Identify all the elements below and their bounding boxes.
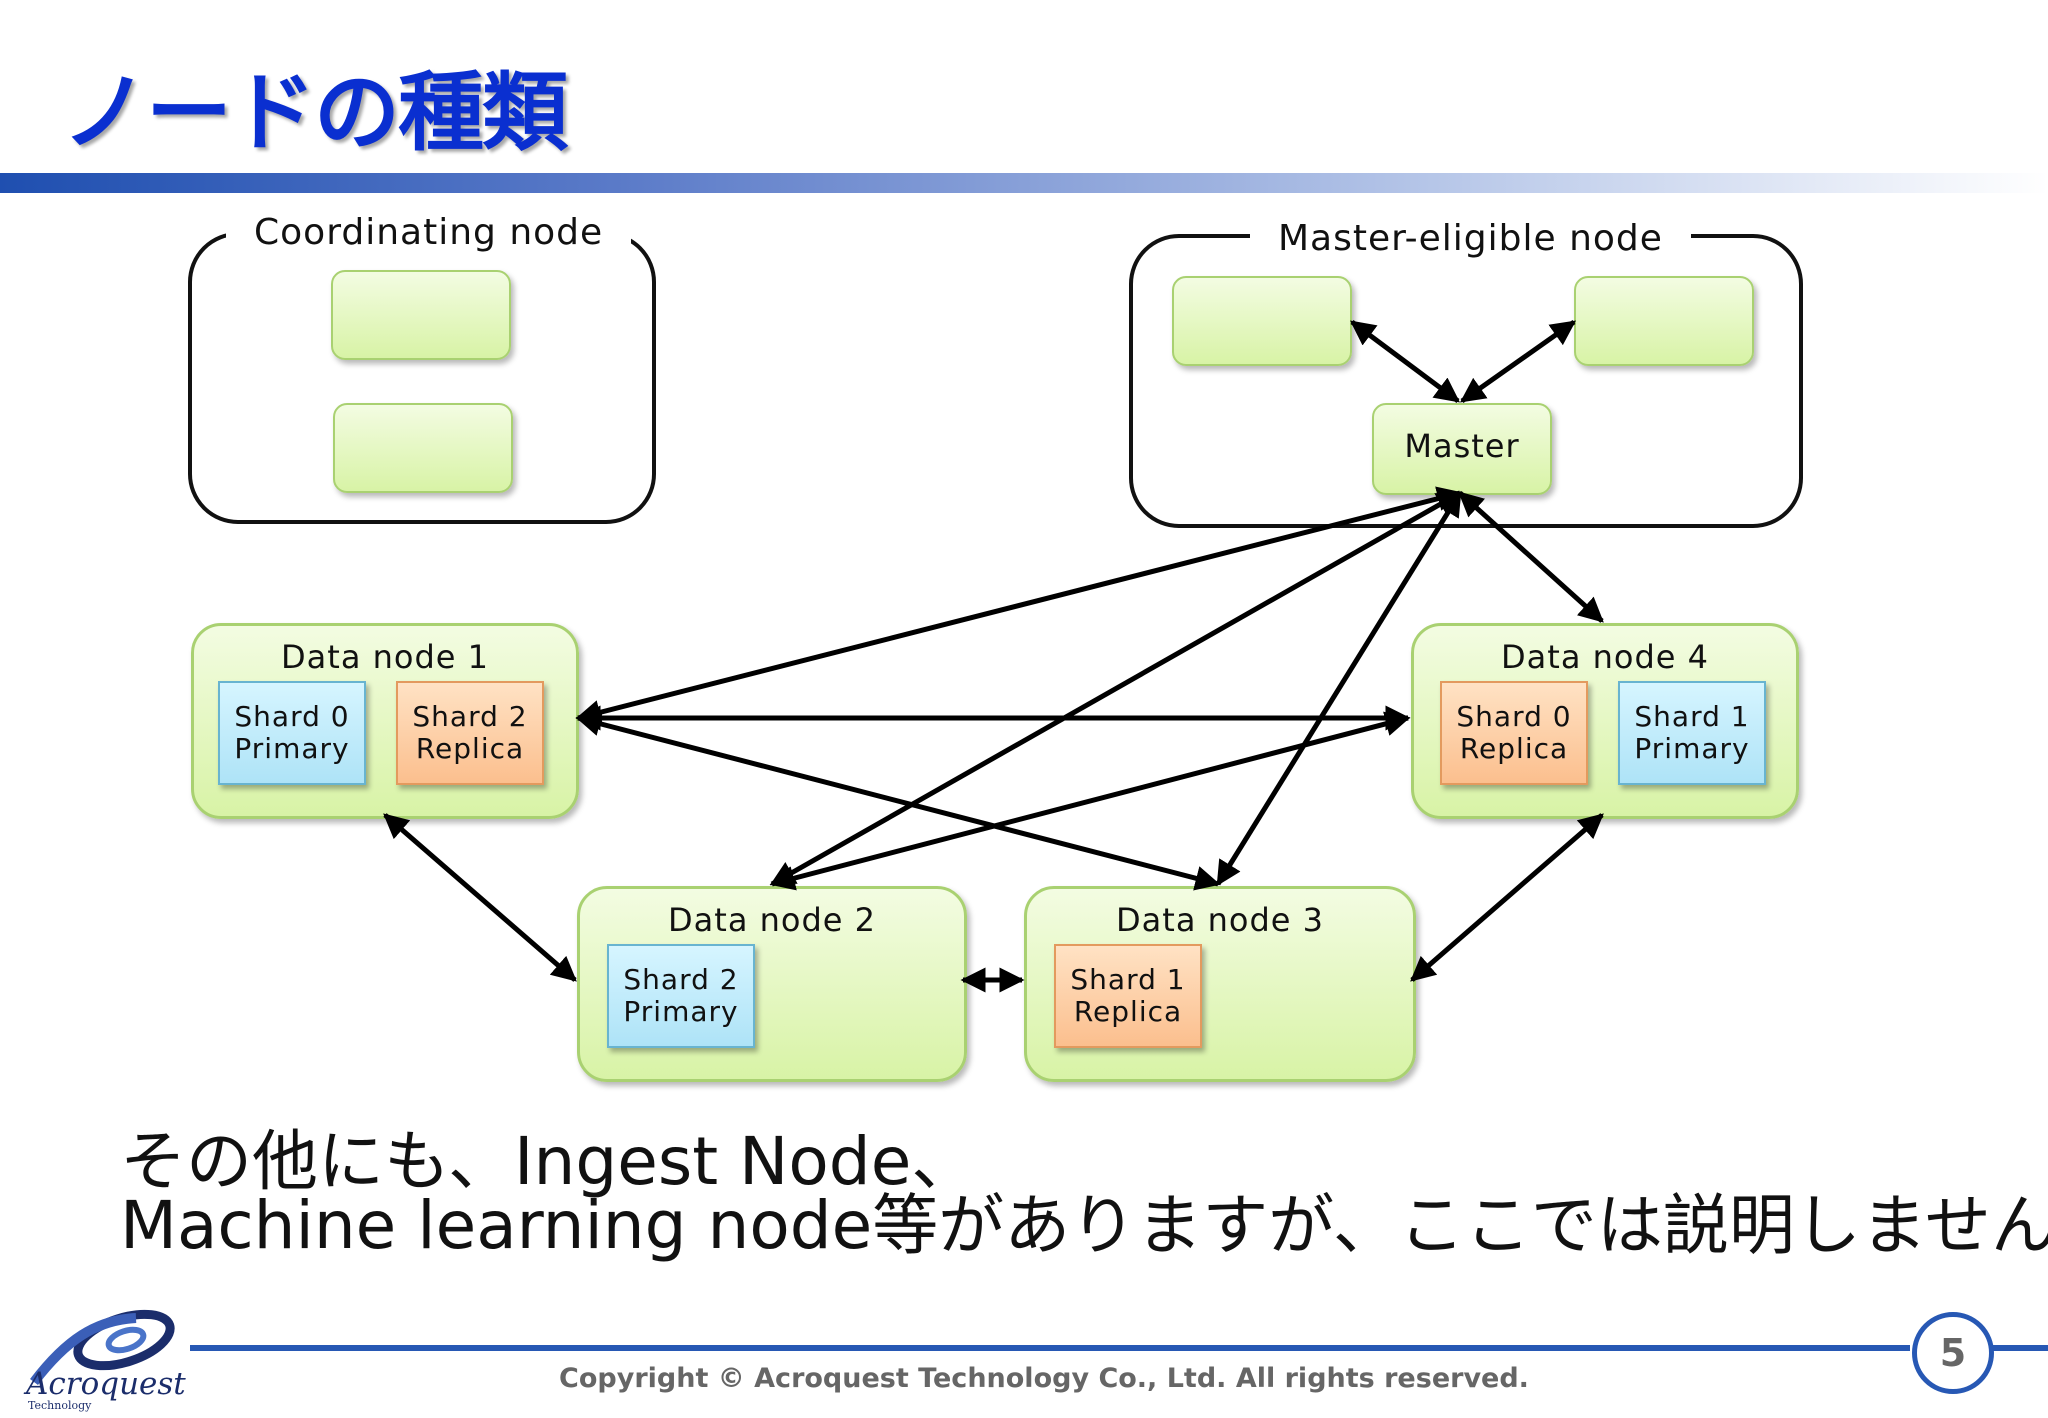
footer-rule-right (1990, 1345, 2048, 1351)
data-node-title: Data node 4 (1501, 638, 1709, 676)
shard-replica: Shard 2 Replica (396, 681, 544, 785)
acroquest-logo-icon (30, 1309, 175, 1386)
copyright-text: Copyright © Acroquest Technology Co., Lt… (559, 1363, 1529, 1394)
shard-role: Replica (1459, 732, 1569, 765)
coordinating-node-box (333, 403, 513, 493)
coordinating-node-box (331, 270, 511, 360)
shard-role: Replica (1073, 995, 1183, 1028)
master-node-label: Master (1404, 427, 1520, 465)
shard-primary: Shard 1 Primary (1618, 681, 1766, 785)
page-number: 5 (1912, 1312, 1994, 1394)
shard-role: Primary (623, 995, 739, 1028)
arrow-data-node-1-data-node-2 (383, 813, 577, 982)
note-line-2: Machine learning node等がありますが、ここでは説明しません。 (120, 1187, 2048, 1264)
shard-role: Replica (415, 732, 525, 765)
shard-primary: Shard 2 Primary (607, 944, 755, 1048)
shard-replica: Shard 1 Replica (1054, 944, 1202, 1048)
data-node-2: Data node 2 Shard 2 Primary (577, 886, 967, 1082)
arrow-data-node-3-data-node-4 (1410, 813, 1604, 982)
slide-title: ノードの種類 (62, 63, 568, 163)
arrow-data-node-1-data-node-3 (575, 711, 1221, 891)
shard-name: Shard 1 (1070, 963, 1186, 996)
note-line-1: その他にも、Ingest Node、 (120, 1123, 978, 1200)
data-node-3: Data node 3 Shard 1 Replica (1024, 886, 1416, 1082)
data-node-1: Data node 1 Shard 0 Primary Shard 2 Repl… (191, 623, 579, 819)
master-node-box: Master (1372, 403, 1552, 495)
note-text: その他にも、Ingest Node、 Machine learning node… (120, 1123, 2048, 1264)
footer-rule (190, 1345, 1910, 1351)
shard-replica: Shard 0 Replica (1440, 681, 1588, 785)
data-node-4: Data node 4 Shard 0 Replica Shard 1 Prim… (1411, 623, 1799, 819)
shard-name: Shard 1 (1634, 700, 1750, 733)
shard-name: Shard 2 (412, 700, 528, 733)
logo-subtext: Technology (28, 1399, 92, 1412)
logo-text: Acroquest (26, 1366, 186, 1402)
shard-name: Shard 0 (1456, 700, 1572, 733)
data-node-title: Data node 3 (1116, 901, 1324, 939)
shard-name: Shard 2 (623, 963, 739, 996)
shard-primary: Shard 0 Primary (218, 681, 366, 785)
shard-role: Primary (1634, 732, 1750, 765)
coordinating-node-label: Coordinating node (226, 212, 632, 253)
shard-name: Shard 0 (234, 700, 350, 733)
master-eligible-node-box (1172, 276, 1352, 366)
master-eligible-node-box (1574, 276, 1754, 366)
arrow-master-data-node-2 (769, 490, 1463, 887)
arrow-data-node-4-data-node-2 (769, 711, 1411, 891)
title-underline-bar (0, 173, 2048, 193)
data-node-title: Data node 2 (668, 901, 876, 939)
shard-role: Primary (234, 732, 350, 765)
master-eligible-node-label: Master-eligible node (1250, 218, 1691, 259)
data-node-title: Data node 1 (281, 638, 489, 676)
